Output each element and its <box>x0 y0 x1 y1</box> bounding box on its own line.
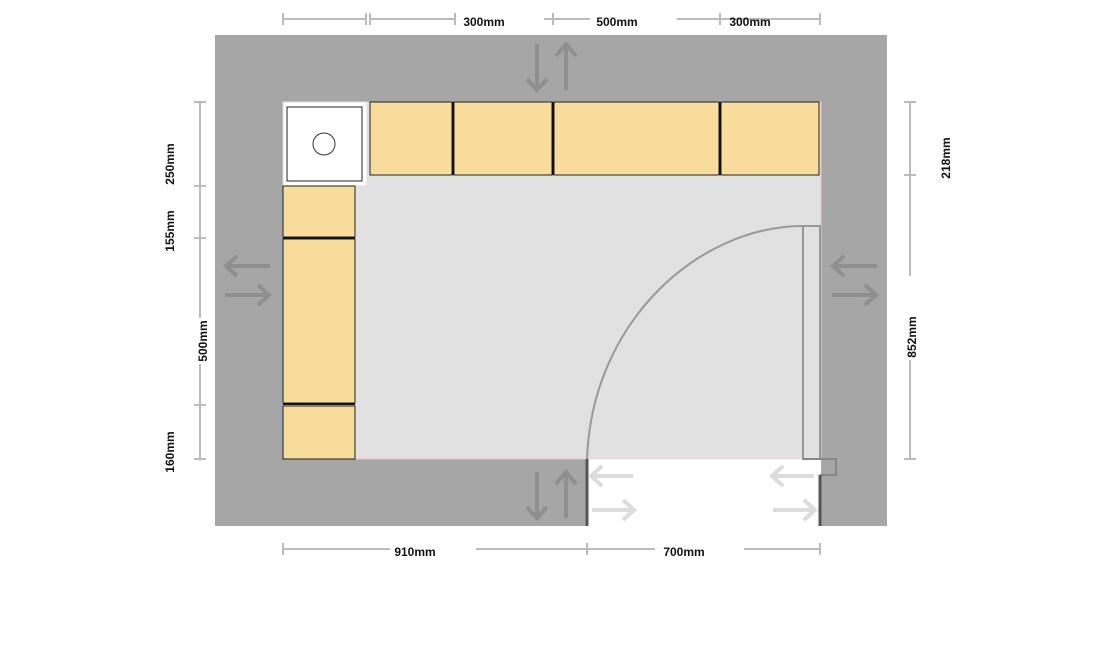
door-swing-icon <box>586 225 804 460</box>
door[interactable] <box>586 225 837 476</box>
dimension-label: 250mm <box>163 143 177 184</box>
cabinet-top-3[interactable] <box>553 101 720 176</box>
sink-icon <box>312 132 336 156</box>
dimension-label: 910mm <box>394 545 435 559</box>
move-arrows-icon[interactable] <box>525 468 578 521</box>
dimension-right: 218mm 852mm <box>904 101 953 460</box>
move-arrows-icon[interactable] <box>588 464 818 522</box>
sink-cabinet[interactable] <box>282 101 368 187</box>
move-arrows-icon[interactable] <box>525 40 578 93</box>
dimension-label: 300mm <box>463 15 504 29</box>
door-opening <box>587 459 821 526</box>
dimension-label: 700mm <box>663 545 704 559</box>
dimension-label: 500mm <box>196 320 210 361</box>
dimension-label: 852mm <box>905 316 919 357</box>
move-arrows-icon[interactable] <box>830 254 879 307</box>
door-hinge <box>803 458 837 476</box>
cabinet-left-2[interactable] <box>282 238 356 404</box>
dimension-label: 160mm <box>163 431 177 472</box>
dimension-left: 250mm 155mm 500mm 160mm <box>163 101 210 473</box>
dimension-label: 218mm <box>939 137 953 178</box>
cabinet-top-1[interactable] <box>369 101 453 176</box>
cabinet-left-1[interactable] <box>282 185 356 238</box>
dimension-bottom: 910mm 700mm <box>282 543 821 559</box>
cabinet-top-2[interactable] <box>453 101 553 176</box>
cabinet-top-4[interactable] <box>720 101 820 176</box>
dimension-top: 300mm 500mm 300mm <box>282 13 821 29</box>
dimension-label: 155mm <box>163 210 177 251</box>
cabinet-left-3[interactable] <box>282 405 356 460</box>
move-arrows-icon[interactable] <box>223 254 272 307</box>
dimension-label: 300mm <box>729 15 770 29</box>
dimension-label: 500mm <box>596 15 637 29</box>
